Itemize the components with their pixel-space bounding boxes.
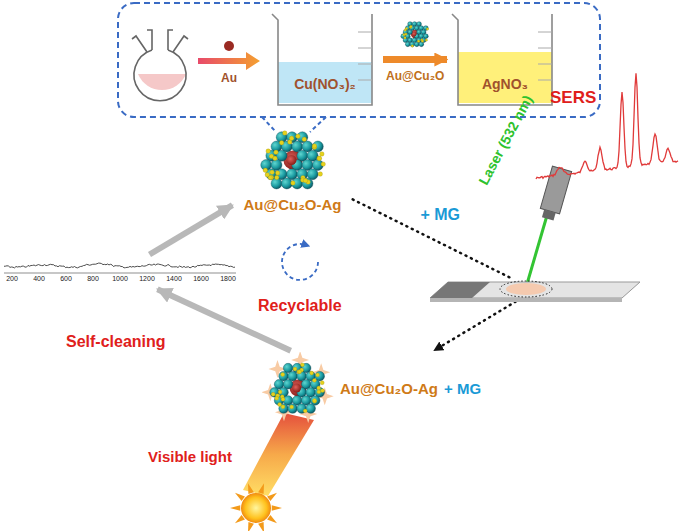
cycle-arrow <box>282 244 318 280</box>
particle-label: Au@Cu₂O-Ag <box>235 194 350 213</box>
process-label: Recyclable <box>258 297 342 315</box>
beaker-outline <box>450 12 560 107</box>
axis-tick: 1800 <box>220 275 236 282</box>
reaction-arrow <box>198 52 260 70</box>
au-cu2o-particle <box>401 22 429 48</box>
solution-beaker: AgNO₃ <box>450 12 560 107</box>
laser-device <box>527 166 572 284</box>
axis-tick: 800 <box>87 275 99 282</box>
au-seed <box>224 41 234 51</box>
connector-label: Au@Cu₂O <box>384 69 446 83</box>
glass-slide <box>430 280 640 306</box>
particle-label: Au@Cu₂O-Ag <box>340 380 438 397</box>
light-beam <box>243 413 314 496</box>
nanoparticle-with-analyte: Au@Cu₂O-Ag + MG <box>262 352 481 424</box>
axis-tick: 1000 <box>112 275 128 282</box>
dotted-connector <box>353 199 513 278</box>
dotted-arrow <box>434 302 516 351</box>
core-shell-particle <box>259 126 327 194</box>
axis-tick: 1200 <box>139 275 155 282</box>
solution-label: Cu(NO₃)₂ <box>270 76 380 92</box>
reagent-label: Au <box>221 71 237 85</box>
light-label: Visible light <box>148 448 232 465</box>
axis-tick: 400 <box>33 275 45 282</box>
axis-tick: 1400 <box>166 275 182 282</box>
analyte-label: + MG <box>444 380 481 397</box>
solution-label: AgNO₃ <box>450 76 560 92</box>
solution-beaker: Cu(NO₃)₂ <box>270 12 380 107</box>
reaction-arrow <box>383 56 447 63</box>
sers-substrate: SERS <box>430 280 640 300</box>
raman-spectrum: 200 400 600 800 1000 1200 1400 1600 1800 <box>2 256 238 288</box>
process-arrow <box>150 205 233 254</box>
process-label: Self-cleaning <box>66 333 166 351</box>
flask <box>132 30 188 101</box>
connector-label: + MG <box>418 206 462 224</box>
flat-spectrum <box>2 256 238 288</box>
sun <box>230 483 282 531</box>
axis-tick: 200 <box>6 275 18 282</box>
axis-tick: 600 <box>60 275 72 282</box>
nanoparticle: Au@Cu₂O-Ag <box>235 126 350 213</box>
technique-label: SERS <box>550 88 596 108</box>
beaker-outline <box>270 12 380 107</box>
sers-spectrum <box>536 73 678 179</box>
frame-pointer <box>262 117 326 132</box>
laser-label: Laser (532 nm) <box>475 93 536 188</box>
axis-tick: 1600 <box>193 275 209 282</box>
particle-with-dye <box>262 352 334 424</box>
